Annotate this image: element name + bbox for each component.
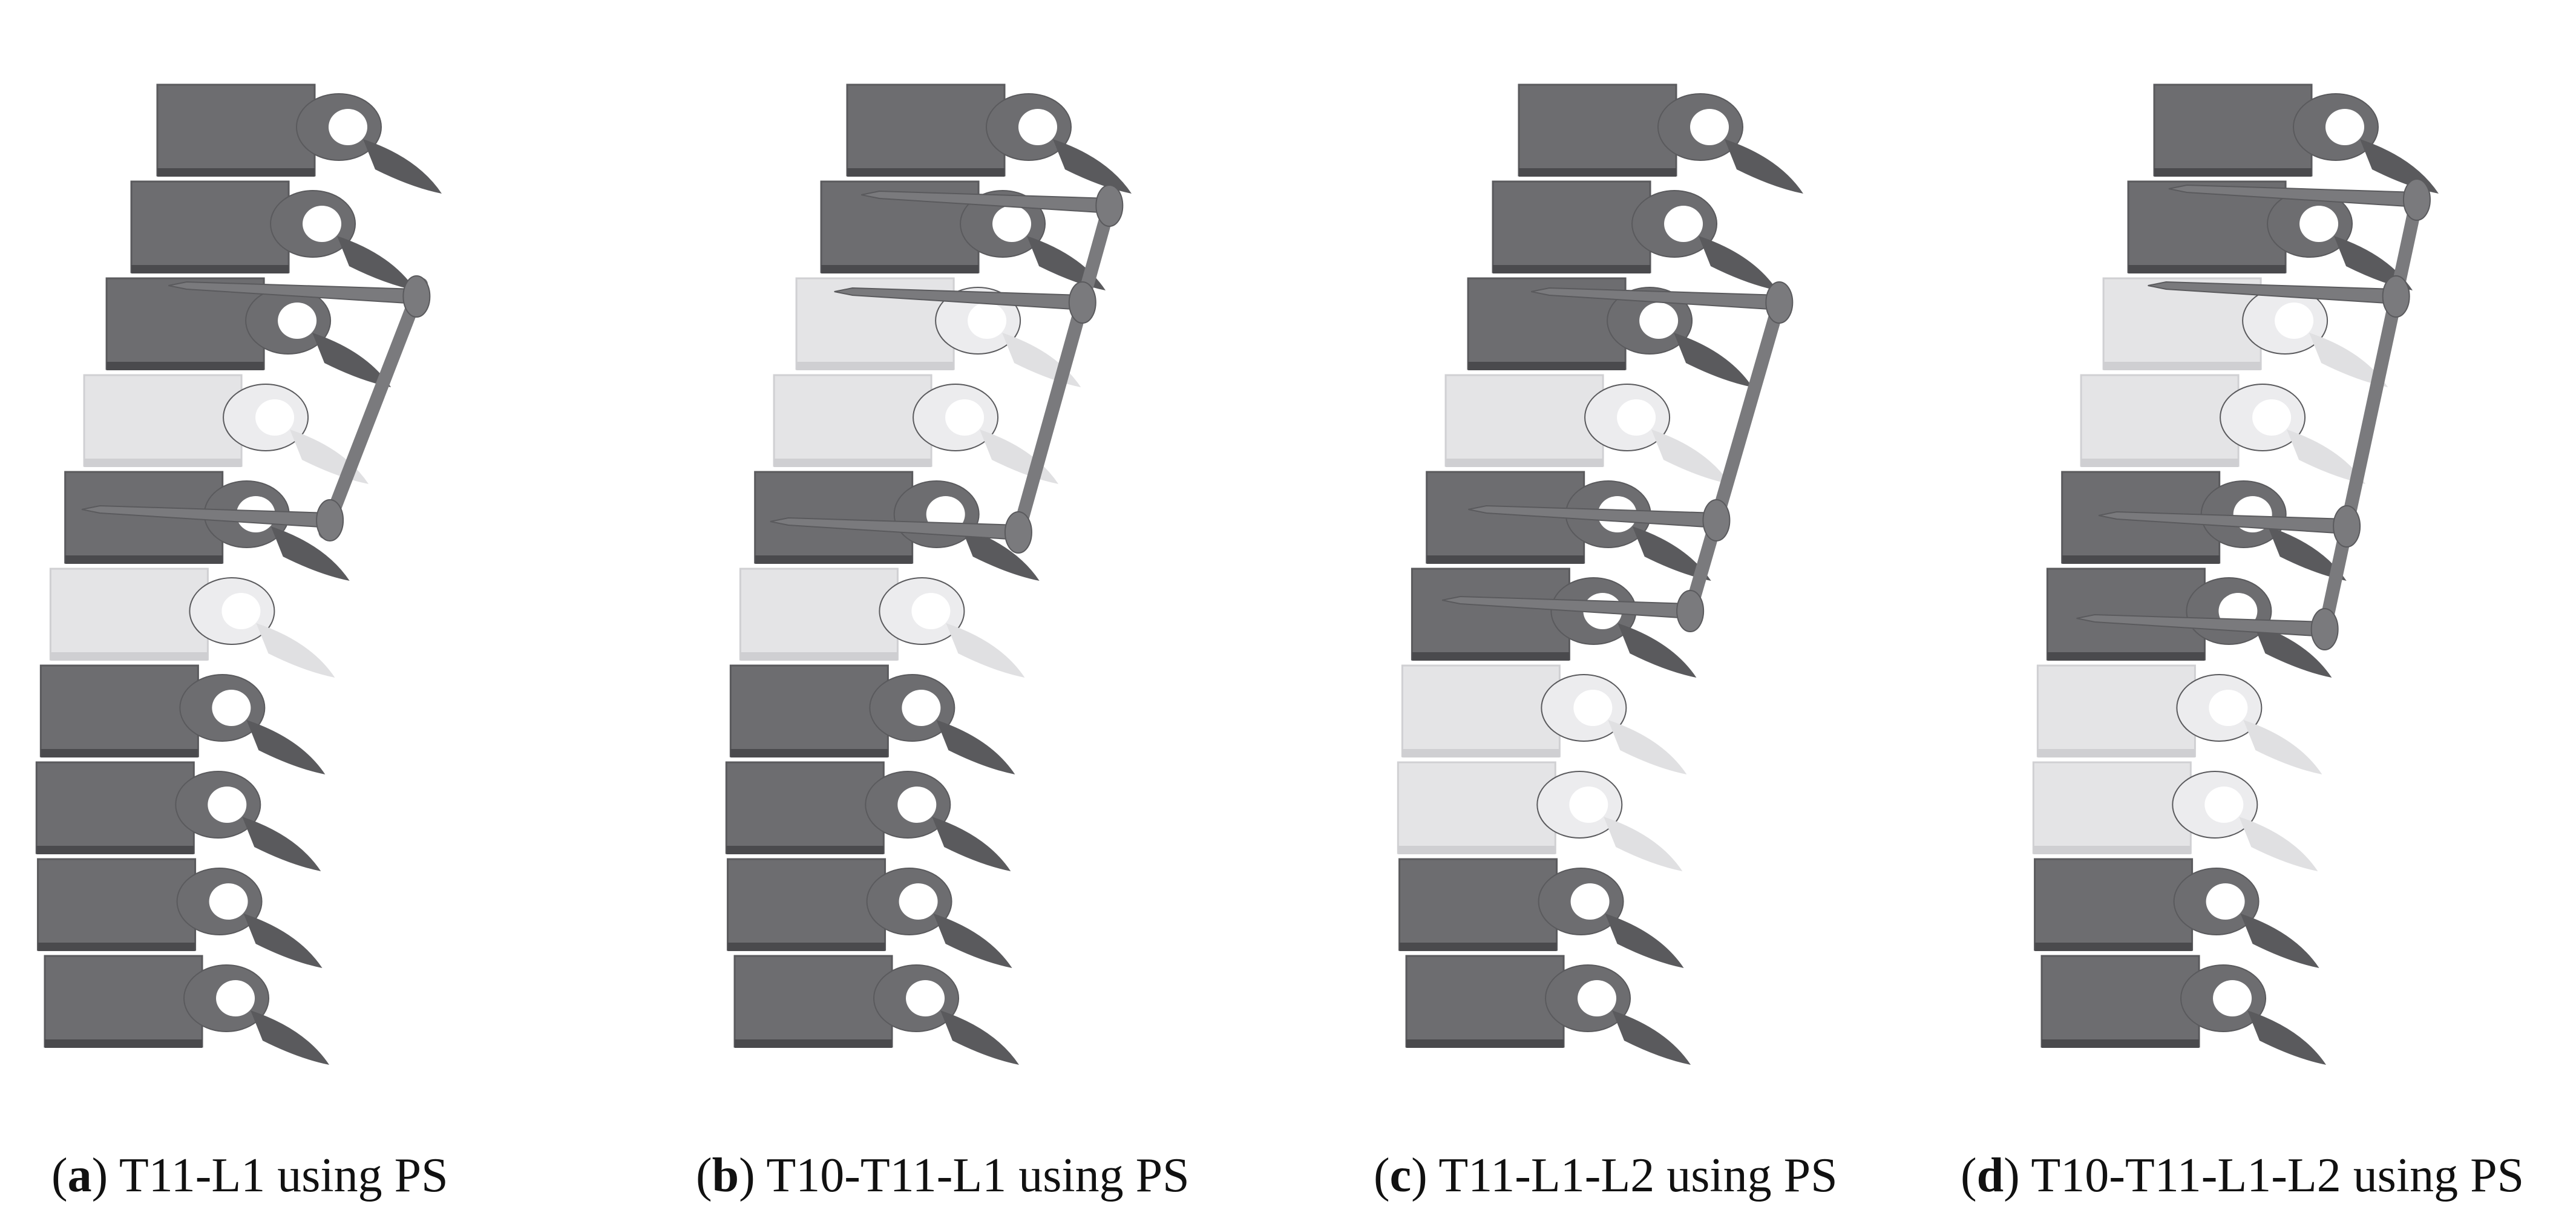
spine-panel-b — [714, 0, 1319, 1230]
spine-model-b — [725, 83, 1132, 1065]
vertebral-body — [156, 83, 442, 194]
vertebral-body — [1398, 858, 1684, 968]
pedicle-screw — [2168, 178, 2431, 221]
vertebral-body — [1518, 83, 1803, 194]
vertebral-body — [1405, 955, 1691, 1065]
vertebral-body — [725, 761, 1011, 871]
pedicle-screw — [2076, 608, 2339, 650]
pedicle-screw — [861, 185, 1124, 227]
spine-model-c — [1397, 83, 1803, 1065]
posterior-rod — [1008, 193, 1118, 551]
pedicle-screw — [834, 281, 1096, 324]
spine-panel-c — [1386, 0, 1991, 1230]
vertebral-body — [2153, 83, 2439, 194]
pedicle-screw — [81, 499, 344, 541]
vertebral-body — [727, 858, 1012, 968]
posterior-rod — [318, 278, 428, 539]
spine-model-d — [2032, 83, 2439, 1065]
vertebral-body — [130, 180, 416, 290]
vertebral-body — [49, 568, 335, 678]
panel-caption-b: (b) T10-T11-L1 using PS — [696, 1149, 1190, 1202]
vertebral-body — [1397, 761, 1683, 871]
pedicle-screw — [168, 275, 431, 318]
panel-letter: c — [1389, 1149, 1412, 1202]
panel-letter: b — [712, 1149, 739, 1202]
vertebral-body — [846, 83, 1132, 194]
panel-caption-c: (c) T11-L1-L2 using PS — [1374, 1149, 1838, 1202]
vertebral-body — [44, 955, 330, 1065]
vertebral-body — [37, 858, 323, 968]
vertebral-body — [733, 955, 1020, 1065]
vertebral-body — [1492, 180, 1778, 290]
spine-panel-d — [2021, 0, 2576, 1230]
spine-panel-a — [24, 0, 629, 1230]
panel-label: T11-L1 using PS — [119, 1149, 448, 1202]
pedicle-screw — [2148, 275, 2410, 318]
pedicle-screw — [770, 511, 1032, 554]
vertebral-body — [739, 568, 1025, 678]
spine-model-a — [35, 83, 442, 1065]
posterior-rod — [1680, 284, 1790, 630]
panel-label: T10-T11-L1 using PS — [766, 1149, 1190, 1202]
pedicle-screw — [2098, 505, 2361, 548]
vertebral-body — [729, 664, 1015, 774]
panel-caption-d: (d) T10-T11-L1-L2 using PS — [1961, 1149, 2525, 1202]
pedicle-screw — [1531, 281, 1794, 324]
vertebral-body — [773, 374, 1059, 484]
vertebral-body — [35, 761, 321, 871]
vertebral-body — [2036, 664, 2322, 774]
pedicle-screw — [1441, 590, 1705, 632]
vertebral-body — [83, 374, 369, 484]
vertebral-body — [1426, 471, 1711, 581]
vertebral-body — [2034, 858, 2319, 968]
panel-letter: d — [1976, 1149, 2004, 1202]
panel-label: T11-L1-L2 using PS — [1438, 1149, 1838, 1202]
posterior-rod — [2315, 187, 2425, 648]
pedicle-screw — [1468, 499, 1731, 541]
panel-letter: a — [67, 1149, 92, 1202]
vertebral-body — [2080, 374, 2366, 484]
panel-caption-a: (a) T11-L1 using PS — [51, 1149, 448, 1202]
vertebral-body — [105, 277, 392, 387]
vertebral-body — [1444, 374, 1731, 484]
vertebral-body — [39, 664, 326, 774]
vertebral-body — [1411, 568, 1697, 678]
vertebral-body — [1401, 664, 1687, 774]
vertebral-body — [2040, 955, 2327, 1065]
panel-label: T10-T11-L1-L2 using PS — [2031, 1149, 2525, 1202]
vertebral-body — [2032, 761, 2318, 871]
